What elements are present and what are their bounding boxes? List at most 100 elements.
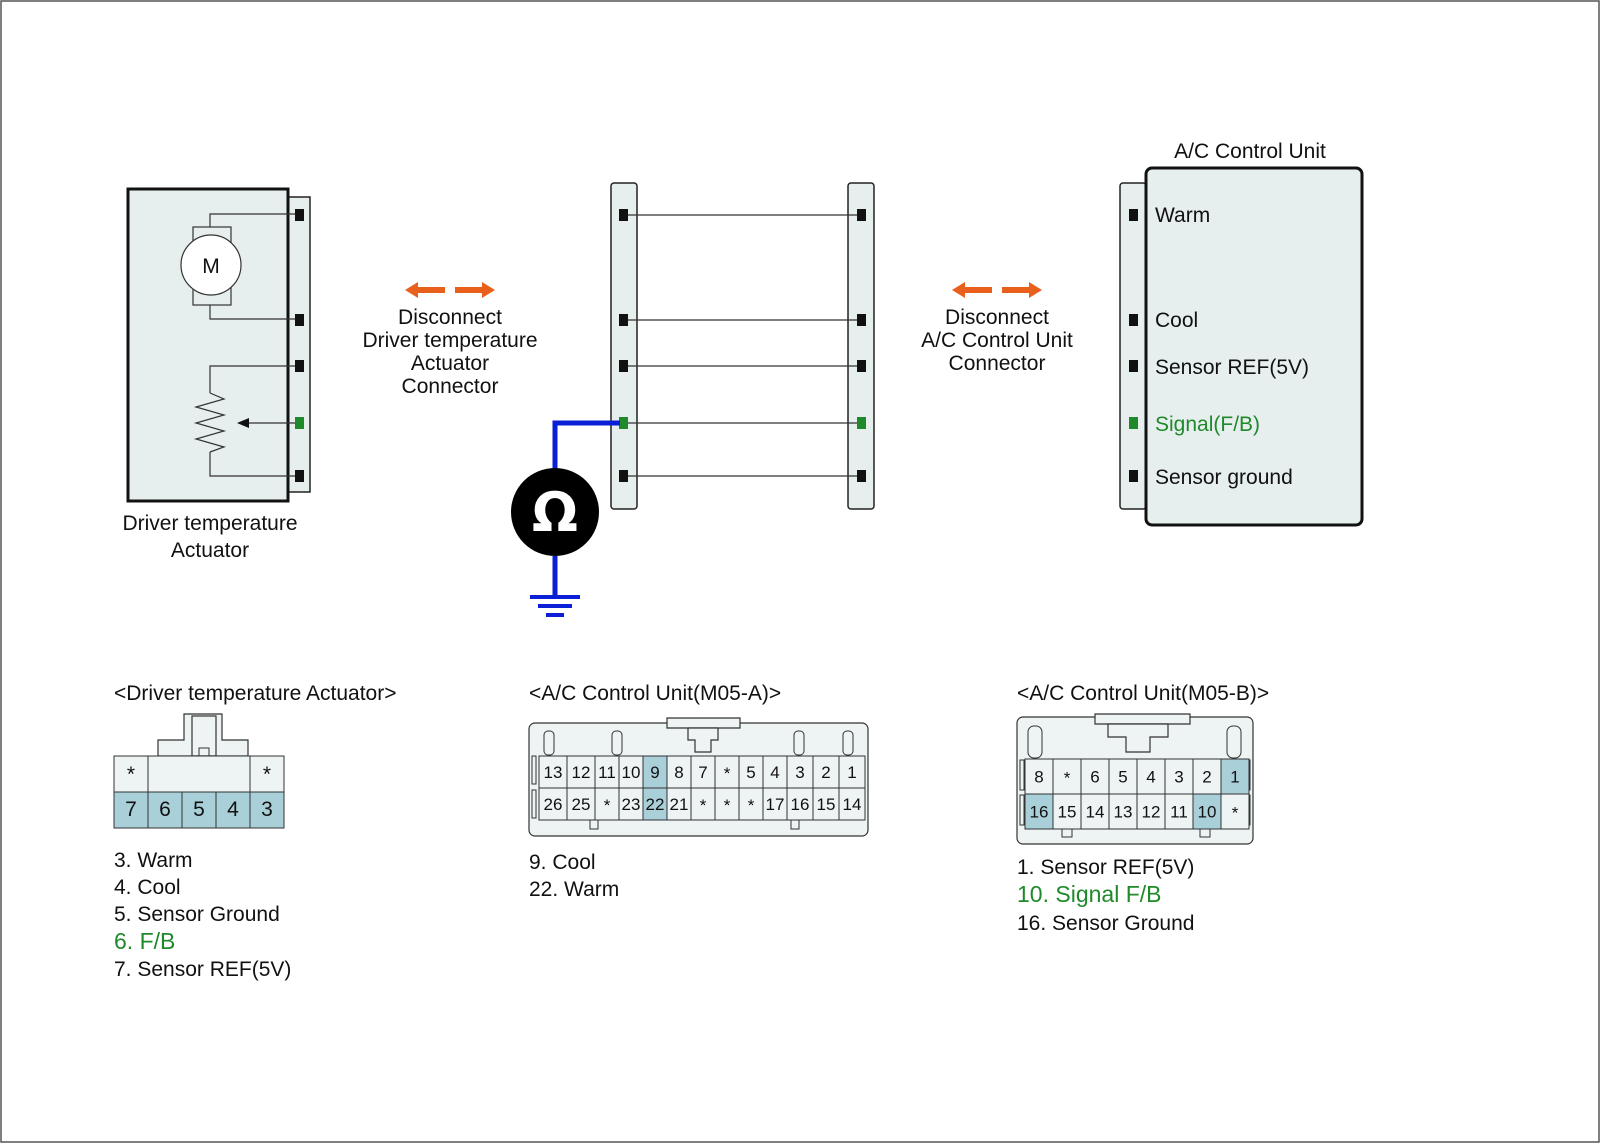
connector-actuator-top-pin: * bbox=[263, 763, 271, 786]
disconnect-left-line2: Driver temperature bbox=[362, 329, 537, 352]
m05a-pin-label: 17 bbox=[766, 795, 785, 814]
disconnect-right-line2: A/C Control Unit bbox=[921, 329, 1073, 352]
m05a-pin-label: 11 bbox=[598, 763, 616, 782]
harness-pin-r3 bbox=[857, 360, 866, 372]
actuator-pin-desc-5: 5. Sensor Ground bbox=[114, 903, 280, 926]
m05a-pin-label: 7 bbox=[698, 763, 707, 782]
m05b-pin-cell bbox=[1080, 758, 1110, 795]
harness-pin-r4 bbox=[857, 417, 866, 429]
harness-pin-l1 bbox=[619, 209, 628, 221]
m05a-pin-cell bbox=[838, 755, 866, 789]
m05b-pin-desc-16: 16. Sensor Ground bbox=[1017, 912, 1194, 935]
m05a-pin-label: 9 bbox=[650, 763, 659, 782]
actuator-caption-line1: Driver temperature bbox=[122, 512, 297, 535]
actuator-pin-desc-7: 7. Sensor REF(5V) bbox=[114, 958, 291, 981]
m05a-pin-desc-22: 22. Warm bbox=[529, 878, 619, 901]
actuator-pin-label: 4 bbox=[227, 798, 239, 821]
actuator-pin-desc-3: 3. Warm bbox=[114, 849, 193, 872]
harness-pin-r2 bbox=[857, 314, 866, 326]
terminal-warm: Warm bbox=[1155, 204, 1210, 227]
terminal-sensor-ref: Sensor REF(5V) bbox=[1155, 356, 1309, 379]
terminal-sensor-ground: Sensor ground bbox=[1155, 466, 1293, 489]
harness-pin-r1 bbox=[857, 209, 866, 221]
m05a-pin-label: * bbox=[724, 796, 731, 815]
m05b-pin-label: * bbox=[1232, 804, 1239, 823]
harness-pin-l2 bbox=[619, 314, 628, 326]
connector-actuator-title: <Driver temperature Actuator> bbox=[114, 682, 396, 705]
m05b-pin-label: 4 bbox=[1146, 768, 1155, 787]
control-unit-pin-ref bbox=[1129, 360, 1138, 372]
meter-lead-positive bbox=[552, 420, 620, 470]
m05a-pin-label: 1 bbox=[847, 763, 856, 782]
motor-label: M bbox=[202, 255, 220, 278]
connector-actuator-top-blank bbox=[147, 755, 251, 793]
m05b-pin-cell bbox=[1080, 793, 1110, 830]
m05b-pin-label: 2 bbox=[1202, 768, 1211, 787]
m05a-pin-cell bbox=[618, 755, 644, 789]
m05a-pin-cell bbox=[566, 787, 596, 821]
actuator-pin-5 bbox=[295, 470, 304, 482]
control-unit-connector-strip bbox=[1119, 182, 1147, 510]
terminal-signal-fb: Signal(F/B) bbox=[1155, 413, 1260, 436]
actuator-caption-line2: Actuator bbox=[171, 539, 249, 562]
m05a-pin-label: 25 bbox=[572, 795, 591, 814]
actuator-pin-1 bbox=[295, 209, 304, 221]
m05a-pin-cell bbox=[690, 787, 716, 821]
wiring-harness bbox=[610, 182, 875, 510]
m05a-pin-label: * bbox=[724, 764, 731, 783]
m05b-pin-label: 15 bbox=[1058, 803, 1077, 822]
m05b-pin-cell bbox=[1136, 793, 1166, 830]
m05b-pin-label: 6 bbox=[1090, 768, 1099, 787]
m05a-pin-label: 21 bbox=[670, 795, 689, 814]
m05a-pin-cell bbox=[786, 787, 814, 821]
m05b-pin-cell bbox=[1220, 758, 1250, 795]
motor-symbol: M bbox=[180, 213, 297, 320]
ac-control-unit: A/C Control Unit Warm Cool Sensor REF(5V… bbox=[1119, 140, 1364, 527]
m05b-pin-label: 1 bbox=[1230, 768, 1239, 787]
m05a-pin-label: 4 bbox=[770, 763, 779, 782]
m05a-pin-label: 23 bbox=[622, 795, 641, 814]
disconnect-right-line3: Connector bbox=[949, 352, 1046, 375]
m05a-pin-cell bbox=[642, 755, 668, 789]
harness-pin-l3 bbox=[619, 360, 628, 372]
disconnect-left-arrows bbox=[405, 282, 495, 298]
actuator-pin-label: 5 bbox=[193, 798, 205, 821]
actuator-pin-label: 3 bbox=[261, 798, 273, 821]
disconnect-right-line1: Disconnect bbox=[945, 306, 1049, 329]
m05a-pin-label: 5 bbox=[746, 763, 755, 782]
harness-left-connector bbox=[610, 182, 638, 510]
m05b-pin-label: 11 bbox=[1170, 803, 1188, 822]
actuator-pin-desc-4: 4. Cool bbox=[114, 876, 181, 899]
m05a-pin-cell bbox=[538, 755, 568, 789]
m05a-pin-label: 16 bbox=[791, 795, 810, 814]
disconnect-left-line1: Disconnect bbox=[398, 306, 502, 329]
m05a-pin-label: 13 bbox=[544, 763, 563, 782]
m05a-pin-cell bbox=[538, 787, 568, 821]
ohmmeter: Ω bbox=[511, 420, 620, 617]
m05a-pin-label: * bbox=[604, 796, 611, 815]
harness-pin-l5 bbox=[619, 470, 628, 482]
m05a-pin-label: 2 bbox=[821, 763, 830, 782]
connector-m05b-title: <A/C Control Unit(M05-B)> bbox=[1017, 682, 1269, 705]
actuator-pin-3 bbox=[295, 360, 304, 372]
m05a-pin-cell bbox=[566, 755, 596, 789]
m05a-pin-cell bbox=[714, 787, 740, 821]
m05b-pin-cell bbox=[1024, 793, 1054, 830]
control-unit-pin-ground bbox=[1129, 470, 1138, 482]
control-unit-pin-warm bbox=[1129, 209, 1138, 221]
m05b-pin-cell bbox=[1164, 793, 1194, 830]
m05a-pin-cell bbox=[838, 787, 866, 821]
actuator-pin-label: 7 bbox=[125, 798, 137, 821]
m05b-pin-label: 13 bbox=[1114, 803, 1133, 822]
m05b-pin-label: * bbox=[1064, 769, 1071, 788]
m05b-pin-label: 3 bbox=[1174, 768, 1183, 787]
m05b-pin-desc-1: 1. Sensor REF(5V) bbox=[1017, 856, 1194, 879]
m05b-pin-cell bbox=[1164, 758, 1194, 795]
m05a-pin-label: 15 bbox=[817, 795, 836, 814]
driver-temperature-actuator: M Driver temperature Actuator bbox=[122, 187, 311, 562]
